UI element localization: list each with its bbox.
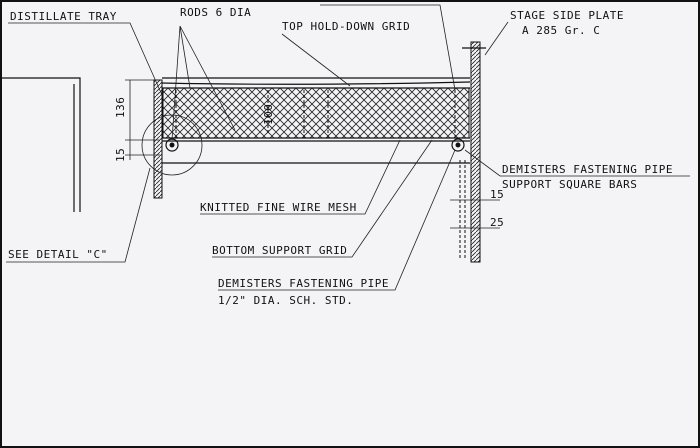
label-distillate-tray: DISTILLATE TRAY xyxy=(10,10,117,23)
label-fastening-pipe-right: DEMISTERS FASTENING PIPE xyxy=(502,163,673,176)
dim-100: 100 xyxy=(262,104,275,125)
label-plate-material: A 285 Gr. C xyxy=(522,24,600,37)
label-see-detail: SEE DETAIL "C" xyxy=(8,248,108,261)
label-rods: RODS 6 DIA xyxy=(180,6,251,19)
label-mesh: KNITTED FINE WIRE MESH xyxy=(200,201,357,214)
dim-25-right: 25 xyxy=(490,216,504,229)
dim-15-right: 15 xyxy=(490,188,504,201)
dim-15-left: 15 xyxy=(114,148,127,162)
left-wall xyxy=(153,79,163,199)
fastening-pipe-right xyxy=(451,138,465,152)
label-fastening-pipe-bottom: DEMISTERS FASTENING PIPE xyxy=(218,277,389,290)
distillate-tray-shape xyxy=(0,77,81,212)
label-pipe-spec: 1/2" DIA. SCH. STD. xyxy=(218,294,353,307)
label-bottom-grid: BOTTOM SUPPORT GRID xyxy=(212,244,347,257)
label-top-grid: TOP HOLD-DOWN GRID xyxy=(282,20,410,33)
bottom-support-grid xyxy=(162,137,470,142)
detail-c-circle xyxy=(141,114,203,176)
dim-136: 136 xyxy=(114,97,127,118)
knitted-wire-mesh xyxy=(162,87,470,139)
stage-side-plate xyxy=(470,41,481,263)
dimension-lines xyxy=(125,79,500,229)
leader-lines xyxy=(6,4,690,291)
label-stage-side-plate: STAGE SIDE PLATE xyxy=(510,9,624,22)
label-support-bars: SUPPORT SQUARE BARS xyxy=(502,178,637,191)
